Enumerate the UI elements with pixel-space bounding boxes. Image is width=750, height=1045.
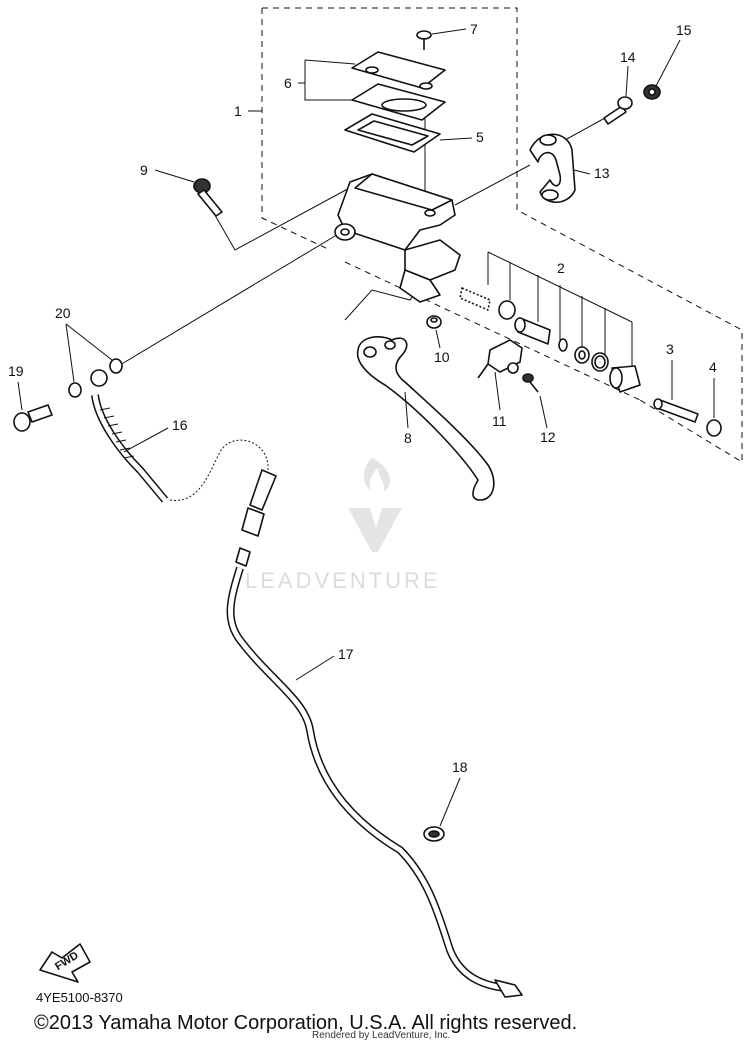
- part-14-bolt: [603, 96, 633, 125]
- part-9-bolt: [193, 178, 223, 217]
- part-7-screw: [416, 30, 432, 50]
- part-5-diaphragm: [344, 113, 441, 153]
- fwd-arrow-icon: FWD: [39, 943, 91, 983]
- callout-19: 19: [8, 363, 24, 411]
- callout-14: 14: [620, 49, 636, 97]
- callout-label: 12: [540, 429, 556, 445]
- part-12-screw: [522, 373, 539, 393]
- callout-4: 4: [709, 359, 717, 418]
- callout-6: 6: [284, 59, 356, 101]
- callout-label: 14: [620, 49, 636, 65]
- part-18-clamp: [423, 826, 445, 842]
- callout-10: 10: [434, 329, 450, 365]
- callout-label: 7: [470, 21, 478, 37]
- callout-8: 8: [404, 391, 412, 446]
- callout-label: 9: [140, 162, 148, 178]
- callout-label: 1: [234, 103, 242, 119]
- diagram-code: 4YE5100-8370: [36, 990, 123, 1005]
- part-17-brake-line: [226, 547, 523, 998]
- callout-7: 7: [431, 21, 478, 37]
- rendered-by-credit: Rendered by LeadVenture, Inc.: [312, 1030, 451, 1041]
- part-11-switch: [477, 339, 523, 379]
- part-10-nut: [426, 315, 442, 329]
- callout-label: 11: [492, 413, 507, 429]
- callout-15: 15: [655, 22, 692, 87]
- callout-17: 17: [295, 646, 354, 681]
- callout-18: 18: [439, 759, 468, 827]
- callout-1: 1: [234, 103, 262, 119]
- callout-20: 20: [55, 305, 113, 383]
- callout-label: 16: [172, 417, 188, 433]
- callout-5: 5: [439, 129, 484, 145]
- part-3-push-rod: [653, 398, 699, 423]
- alignment-lines: [119, 100, 606, 366]
- callout-label: 8: [404, 430, 412, 446]
- part-6-cap-and-plate: [351, 51, 446, 121]
- part-2-piston-kit: [459, 251, 641, 393]
- callout-12: 12: [539, 395, 556, 445]
- callouts: 1 2 3 4 5 6 7 8: [8, 21, 717, 827]
- callout-label: 18: [452, 759, 468, 775]
- callout-2: 2: [557, 260, 565, 276]
- callout-16: 16: [123, 417, 188, 453]
- callout-label: 4: [709, 359, 717, 375]
- part-16-hose: [90, 369, 277, 537]
- callout-label: 15: [676, 22, 692, 38]
- watermark-text: LEADVENTURE: [245, 568, 441, 593]
- callout-label: 10: [434, 349, 450, 365]
- callout-9: 9: [140, 162, 195, 183]
- copyright-notice: ©2013 Yamaha Motor Corporation, U.S.A. A…: [34, 1012, 578, 1034]
- master-cylinder-body: [334, 173, 461, 303]
- leadventure-watermark: LEADVENTURE: [245, 458, 441, 593]
- callout-11: 11: [492, 371, 507, 429]
- callout-label: 13: [594, 165, 610, 181]
- callout-label: 19: [8, 363, 24, 379]
- callout-13: 13: [573, 165, 610, 181]
- callout-label: 6: [284, 75, 292, 91]
- callout-label: 20: [55, 305, 71, 321]
- part-19-union-bolt: [13, 404, 53, 432]
- callout-label: 2: [557, 260, 565, 276]
- assembly-boundary-lines: [261, 7, 743, 463]
- callout-3: 3: [666, 341, 674, 400]
- callout-label: 5: [476, 129, 484, 145]
- part-20-gaskets: [68, 358, 123, 398]
- callout-label: 17: [338, 646, 354, 662]
- part-8-lever: [356, 336, 495, 501]
- callout-label: 3: [666, 341, 674, 357]
- part-13-holder: [529, 133, 576, 204]
- part-4-boot: [706, 419, 722, 437]
- part-15-nut: [643, 84, 661, 100]
